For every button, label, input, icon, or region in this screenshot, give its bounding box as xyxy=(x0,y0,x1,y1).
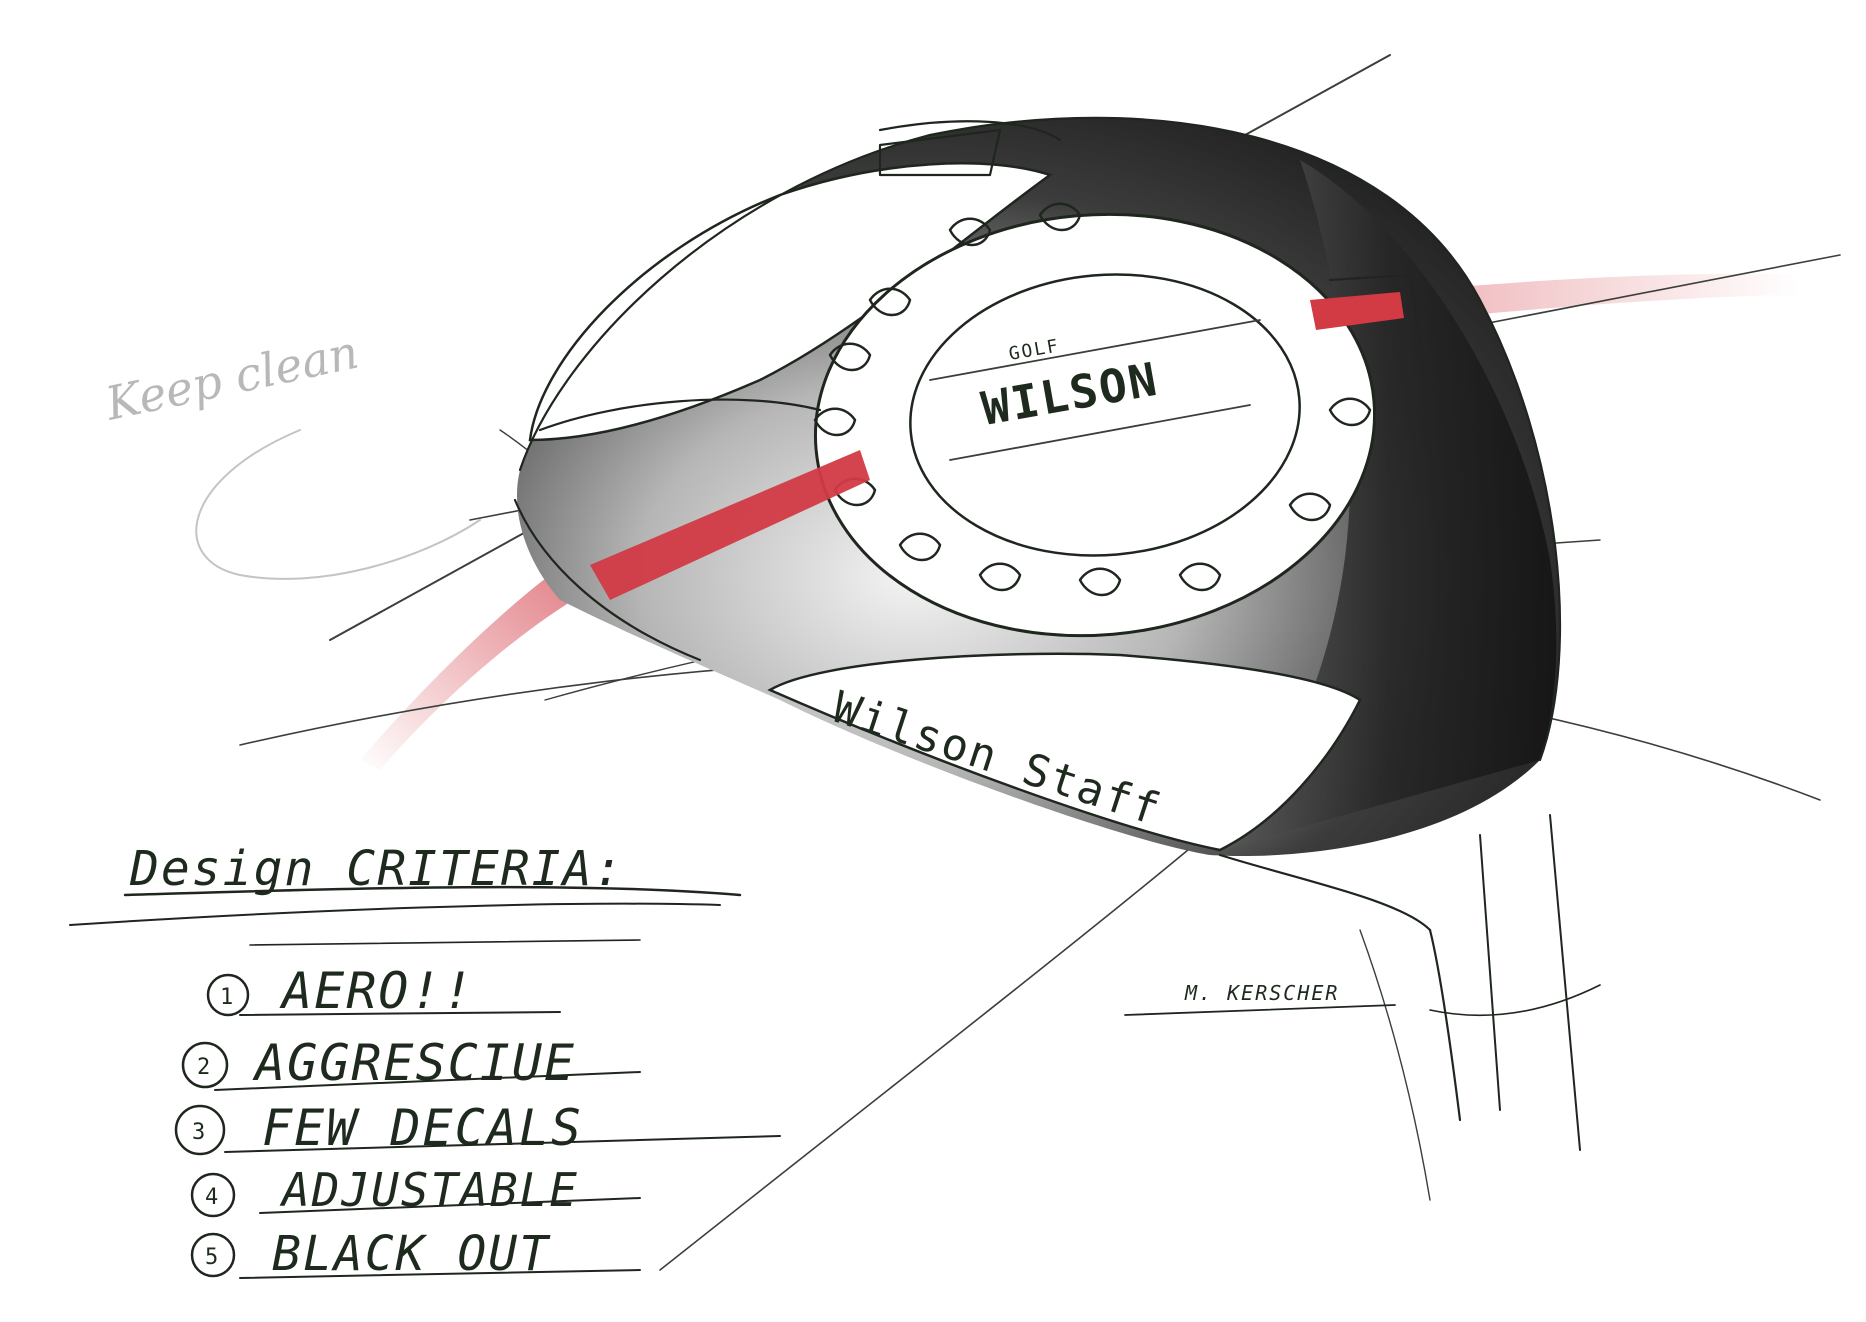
criteria-item-3: 3 FEW DECALS xyxy=(174,1099,781,1157)
design-criteria: Design CRITERIA: 1 AERO!! 2 AGGRESCIUE 3… xyxy=(69,841,781,1282)
sole-window xyxy=(767,652,1362,852)
designer-signature: M. KERSCHER xyxy=(1124,981,1396,1016)
faint-note-text: Keep clean xyxy=(100,325,363,431)
criteria-item-5: 5 BLACK OUT xyxy=(190,1226,641,1282)
red-band-left xyxy=(590,450,870,600)
criteria-label: AERO!! xyxy=(279,962,475,1020)
criteria-marker: 2 xyxy=(197,1055,212,1080)
criteria-label: AGGRESCIUE xyxy=(252,1034,576,1092)
club-head: GOLF WILSON Wilson Staff xyxy=(513,116,1562,857)
criteria-marker: 5 xyxy=(205,1245,220,1270)
criteria-label: FEW DECALS xyxy=(262,1099,583,1157)
criteria-marker: 3 xyxy=(192,1120,207,1145)
criteria-label: ADJUSTABLE xyxy=(279,1163,579,1217)
criteria-marker: 4 xyxy=(205,1185,220,1210)
crown-window xyxy=(528,162,1053,442)
criteria-item-4: 4 ADJUSTABLE xyxy=(190,1163,641,1218)
criteria-item-2: 2 AGGRESCIUE xyxy=(181,1034,641,1092)
criteria-marker: 1 xyxy=(220,985,235,1010)
hosel-shaft xyxy=(1218,814,1601,1201)
red-band-right xyxy=(1310,292,1404,330)
criteria-item-1: 1 AERO!! xyxy=(206,962,561,1020)
head-outline xyxy=(513,116,1562,762)
signature-text: M. KERSCHER xyxy=(1184,981,1339,1005)
faint-note: Keep clean xyxy=(100,325,481,580)
